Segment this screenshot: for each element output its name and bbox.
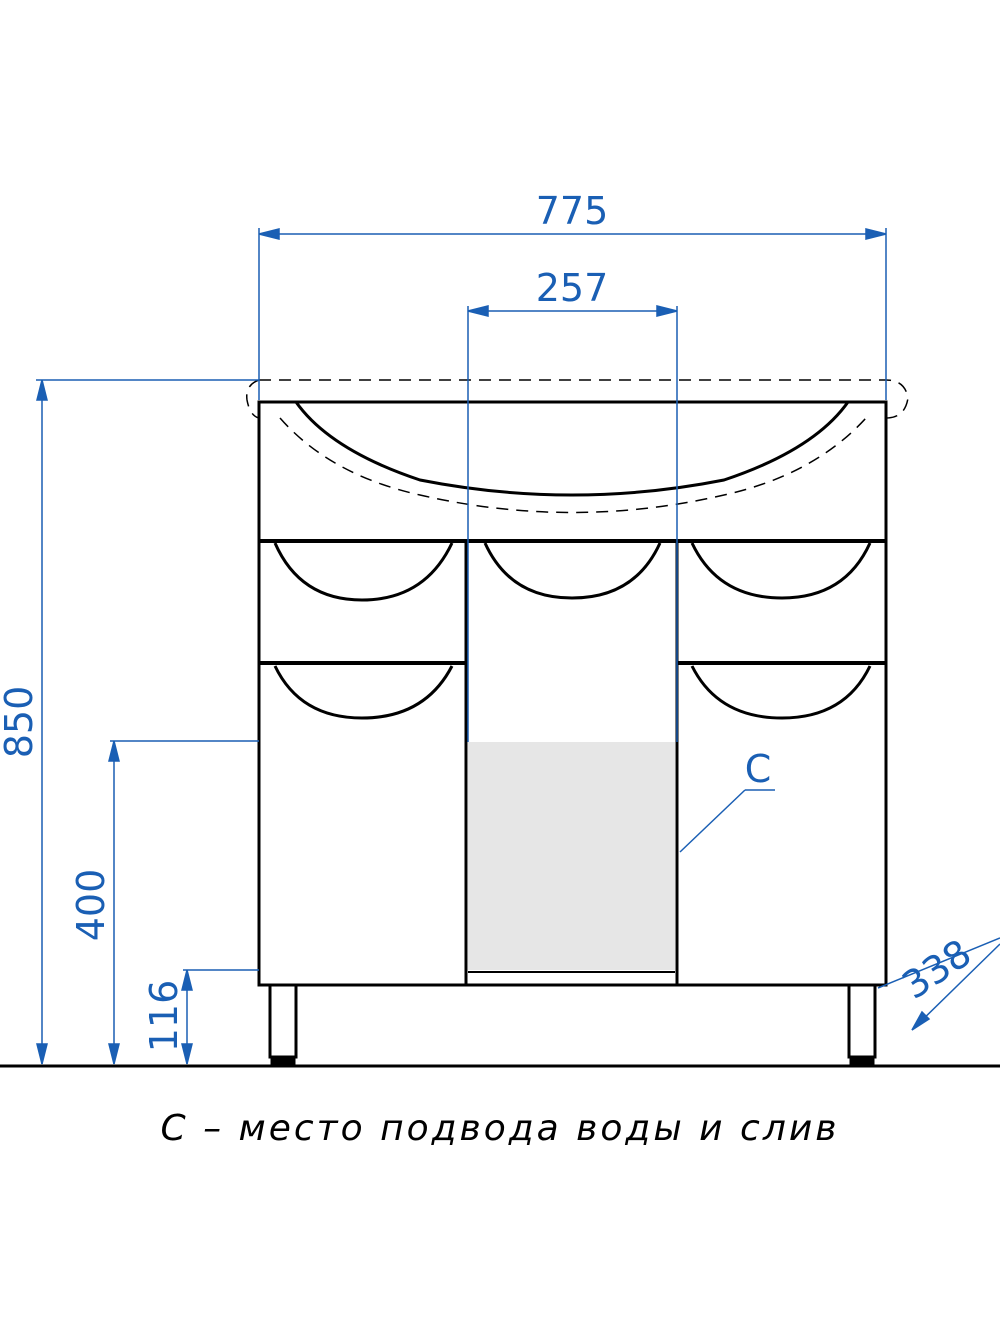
dim-lower-height: 400 bbox=[69, 869, 113, 942]
leg-right bbox=[847, 983, 877, 1059]
caption: С – место подвода воды и слив bbox=[160, 1108, 840, 1149]
foot-left bbox=[270, 1055, 296, 1067]
cabinet bbox=[257, 400, 888, 1067]
handle-left-door bbox=[273, 665, 454, 720]
dim-total-width: 775 bbox=[536, 189, 609, 233]
dim-depth: 338 bbox=[894, 931, 979, 1008]
foot-right bbox=[849, 1055, 875, 1067]
sink-dashed-outline bbox=[246, 379, 909, 514]
handle-right-top bbox=[690, 542, 872, 600]
cabinet-body bbox=[257, 400, 888, 987]
label-connection-point: C bbox=[745, 747, 772, 791]
open-shelf bbox=[468, 742, 675, 970]
dimension-lines bbox=[36, 228, 1000, 1065]
dim-total-height: 850 bbox=[0, 686, 41, 759]
handle-left-top bbox=[273, 542, 454, 602]
dim-center-opening: 257 bbox=[536, 266, 609, 310]
handle-right-door bbox=[690, 665, 872, 720]
handle-center bbox=[483, 542, 662, 600]
dim-leg-height: 116 bbox=[142, 980, 186, 1053]
sink-rim bbox=[259, 400, 886, 497]
leg-left bbox=[268, 983, 298, 1059]
